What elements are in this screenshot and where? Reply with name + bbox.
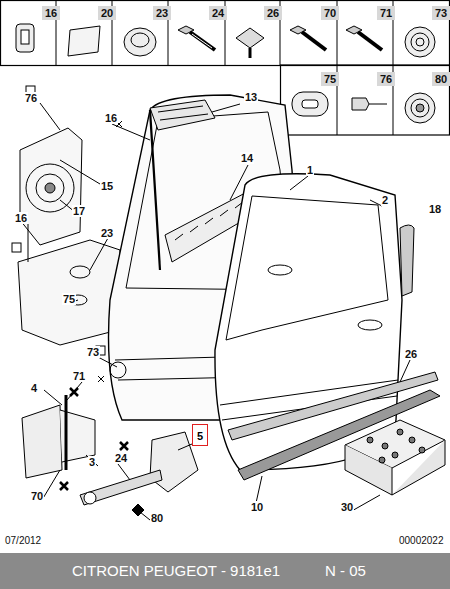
part-number-tab: 70: [321, 6, 339, 20]
callout-number: 26: [404, 348, 418, 360]
part-number-tab: 73: [432, 6, 450, 20]
callout-number: 3: [88, 456, 96, 468]
callout-number: 71: [72, 370, 86, 382]
part-number-tab: 20: [98, 6, 116, 20]
callout-number: 07/2012: [4, 535, 42, 547]
callout-number: 10: [250, 501, 264, 513]
callout-number: 13: [244, 91, 258, 103]
callout-number: 14: [240, 152, 254, 164]
callout-number: 4: [30, 382, 38, 394]
part-number-tab: 24: [209, 6, 227, 20]
callout-number: 76: [24, 92, 38, 104]
callout-number: 24: [114, 452, 128, 464]
callout-number: 73: [86, 346, 100, 358]
callout-box: 5: [192, 424, 208, 446]
callout-number: 2: [381, 194, 389, 206]
callout-number: 30: [340, 501, 354, 513]
callout-number: 1: [306, 164, 314, 176]
callout-number: 17: [72, 205, 86, 217]
callout-number: 16: [104, 112, 118, 124]
footer-band: CITROEN PEUGEOT - 9181e1 N - 05: [0, 553, 450, 589]
part-number-tab: 71: [377, 6, 395, 20]
callout-number: 80: [150, 512, 164, 524]
callout-number: 70: [30, 490, 44, 502]
callout-number: 75: [62, 293, 76, 305]
footer-text: CITROEN PEUGEOT - 9181e1: [72, 562, 280, 579]
callout-number: 16: [14, 212, 28, 224]
part-number-tab: 76: [377, 72, 395, 86]
footer-text: N - 05: [325, 562, 366, 579]
callout-number: 18: [428, 203, 442, 215]
callout-number: 15: [100, 180, 114, 192]
part-number-tab: 26: [264, 6, 282, 20]
part-number-tab: 23: [153, 6, 171, 20]
callout-number: 23: [100, 227, 114, 239]
callout-number: 5: [197, 430, 203, 442]
part-number-tab: 16: [42, 6, 60, 20]
part-number-tab: 80: [432, 72, 450, 86]
callout-number: 00002022: [398, 535, 445, 547]
part-number-tab: 75: [321, 72, 339, 86]
